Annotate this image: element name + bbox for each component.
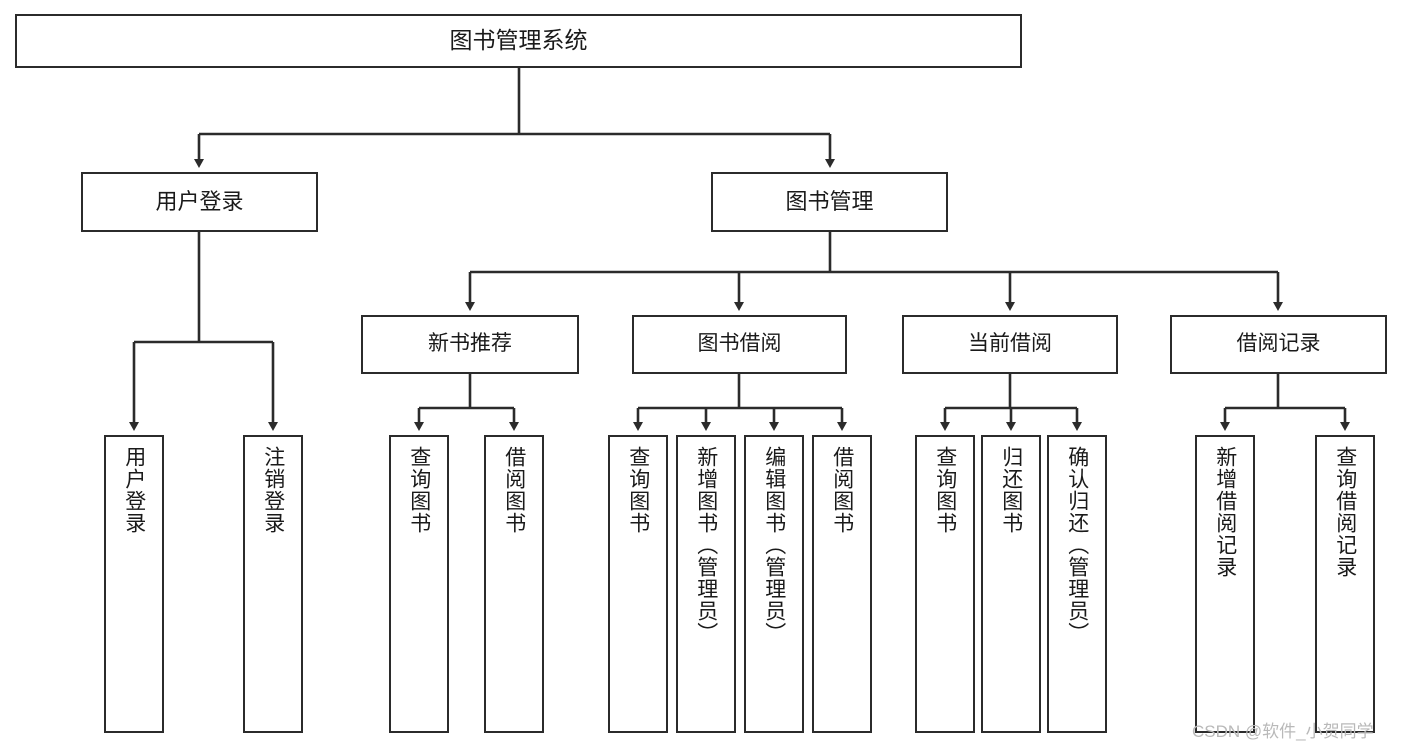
node-book-borrow[interactable]: 图书借阅 (632, 315, 847, 374)
node-root-label: 图书管理系统 (449, 27, 588, 54)
node-borrow-record-label: 借阅记录 (1236, 332, 1321, 356)
node-leaf-add-book[interactable]: 新增图书（管理员） (676, 435, 736, 733)
node-user-login-label: 用户登录 (155, 189, 244, 215)
node-leaf-borrow-book-1[interactable]: 借阅图书 (484, 435, 544, 733)
node-leaf-logout[interactable]: 注销登录 (243, 435, 303, 733)
node-leaf-query-book-2[interactable]: 查询图书 (608, 435, 668, 733)
node-leaf-confirm-return-label: 确认归还（管理员） (1065, 446, 1089, 644)
node-leaf-user-login-label: 用户登录 (122, 446, 146, 534)
node-leaf-query-book-2-label: 查询图书 (626, 446, 650, 534)
node-leaf-query-record[interactable]: 查询借阅记录 (1315, 435, 1375, 733)
node-current-borrow-label: 当前借阅 (968, 332, 1052, 356)
node-user-login[interactable]: 用户登录 (81, 172, 318, 232)
node-leaf-user-login[interactable]: 用户登录 (104, 435, 164, 733)
node-leaf-return-book-label: 归还图书 (999, 446, 1023, 534)
node-root[interactable]: 图书管理系统 (15, 14, 1022, 68)
node-leaf-borrow-book-1-label: 借阅图书 (502, 446, 526, 534)
node-leaf-query-book-1-label: 查询图书 (407, 446, 431, 534)
node-leaf-query-book-3-label: 查询图书 (933, 446, 957, 534)
node-leaf-edit-book[interactable]: 编辑图书（管理员） (744, 435, 804, 733)
node-leaf-add-record-label: 新增借阅记录 (1213, 446, 1237, 578)
node-leaf-query-book-3[interactable]: 查询图书 (915, 435, 975, 733)
node-leaf-borrow-book-2-label: 借阅图书 (830, 446, 854, 534)
csdn-watermark: CSDN @软件_小贺同学 (1192, 722, 1374, 741)
node-leaf-add-book-label: 新增图书（管理员） (694, 446, 718, 644)
node-leaf-query-record-label: 查询借阅记录 (1333, 446, 1357, 578)
node-new-book-rec-label: 新书推荐 (428, 332, 512, 356)
node-leaf-add-record[interactable]: 新增借阅记录 (1195, 435, 1255, 733)
node-leaf-borrow-book-2[interactable]: 借阅图书 (812, 435, 872, 733)
node-leaf-confirm-return[interactable]: 确认归还（管理员） (1047, 435, 1107, 733)
node-leaf-logout-label: 注销登录 (261, 446, 285, 534)
node-book-mgmt[interactable]: 图书管理 (711, 172, 948, 232)
node-leaf-query-book-1[interactable]: 查询图书 (389, 435, 449, 733)
node-book-borrow-label: 图书借阅 (697, 332, 782, 356)
node-leaf-edit-book-label: 编辑图书（管理员） (762, 446, 786, 644)
node-current-borrow[interactable]: 当前借阅 (902, 315, 1118, 374)
node-book-mgmt-label: 图书管理 (785, 189, 874, 215)
node-new-book-rec[interactable]: 新书推荐 (361, 315, 579, 374)
node-leaf-return-book[interactable]: 归还图书 (981, 435, 1041, 733)
node-borrow-record[interactable]: 借阅记录 (1170, 315, 1387, 374)
